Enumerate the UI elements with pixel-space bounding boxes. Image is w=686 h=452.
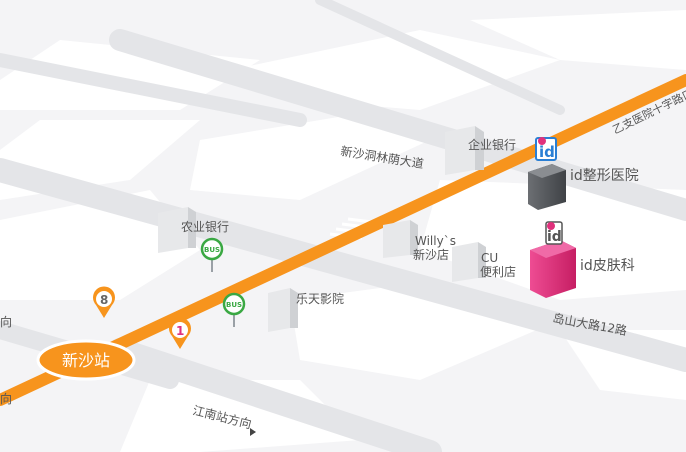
nonghyup-bank-label: 农业银行 [181, 220, 229, 234]
bus-stop-2[interactable] [222, 292, 246, 327]
woori-bank-label: 企业银行 [468, 137, 516, 152]
exit-1-pin[interactable] [169, 317, 191, 349]
derma-label[interactable]: id皮肤科 [580, 258, 635, 274]
cu-label: CU [481, 251, 498, 265]
derma-logo-text: id [547, 229, 562, 245]
exit-1-number: 1 [176, 324, 184, 338]
id-derma-building [530, 221, 576, 298]
station-marker[interactable] [36, 339, 136, 381]
bus-label-1: BUS [204, 246, 220, 254]
left-direction-label-top: 向 [0, 314, 12, 329]
station-label[interactable]: 新沙站 [62, 351, 110, 370]
hospital-label[interactable]: id整形医院 [570, 168, 639, 184]
lotte-cinema-label: 乐天影院 [296, 292, 344, 306]
hospital-logo-text: id [539, 143, 555, 161]
cu-label-2: 便利店 [480, 265, 516, 279]
bus-stop-1[interactable] [200, 237, 224, 272]
bus-label-2: BUS [226, 301, 242, 309]
willys-label-2: 新沙店 [413, 247, 449, 262]
id-hospital-building [528, 137, 566, 210]
left-direction-label-bottom: 向 [0, 391, 12, 406]
willys-label: Willy`s [415, 234, 456, 248]
exit-8-pin[interactable] [93, 286, 115, 318]
arrow-right-icon [250, 428, 256, 436]
gray-buildings [158, 126, 486, 332]
exit-8-number: 8 [100, 293, 108, 307]
